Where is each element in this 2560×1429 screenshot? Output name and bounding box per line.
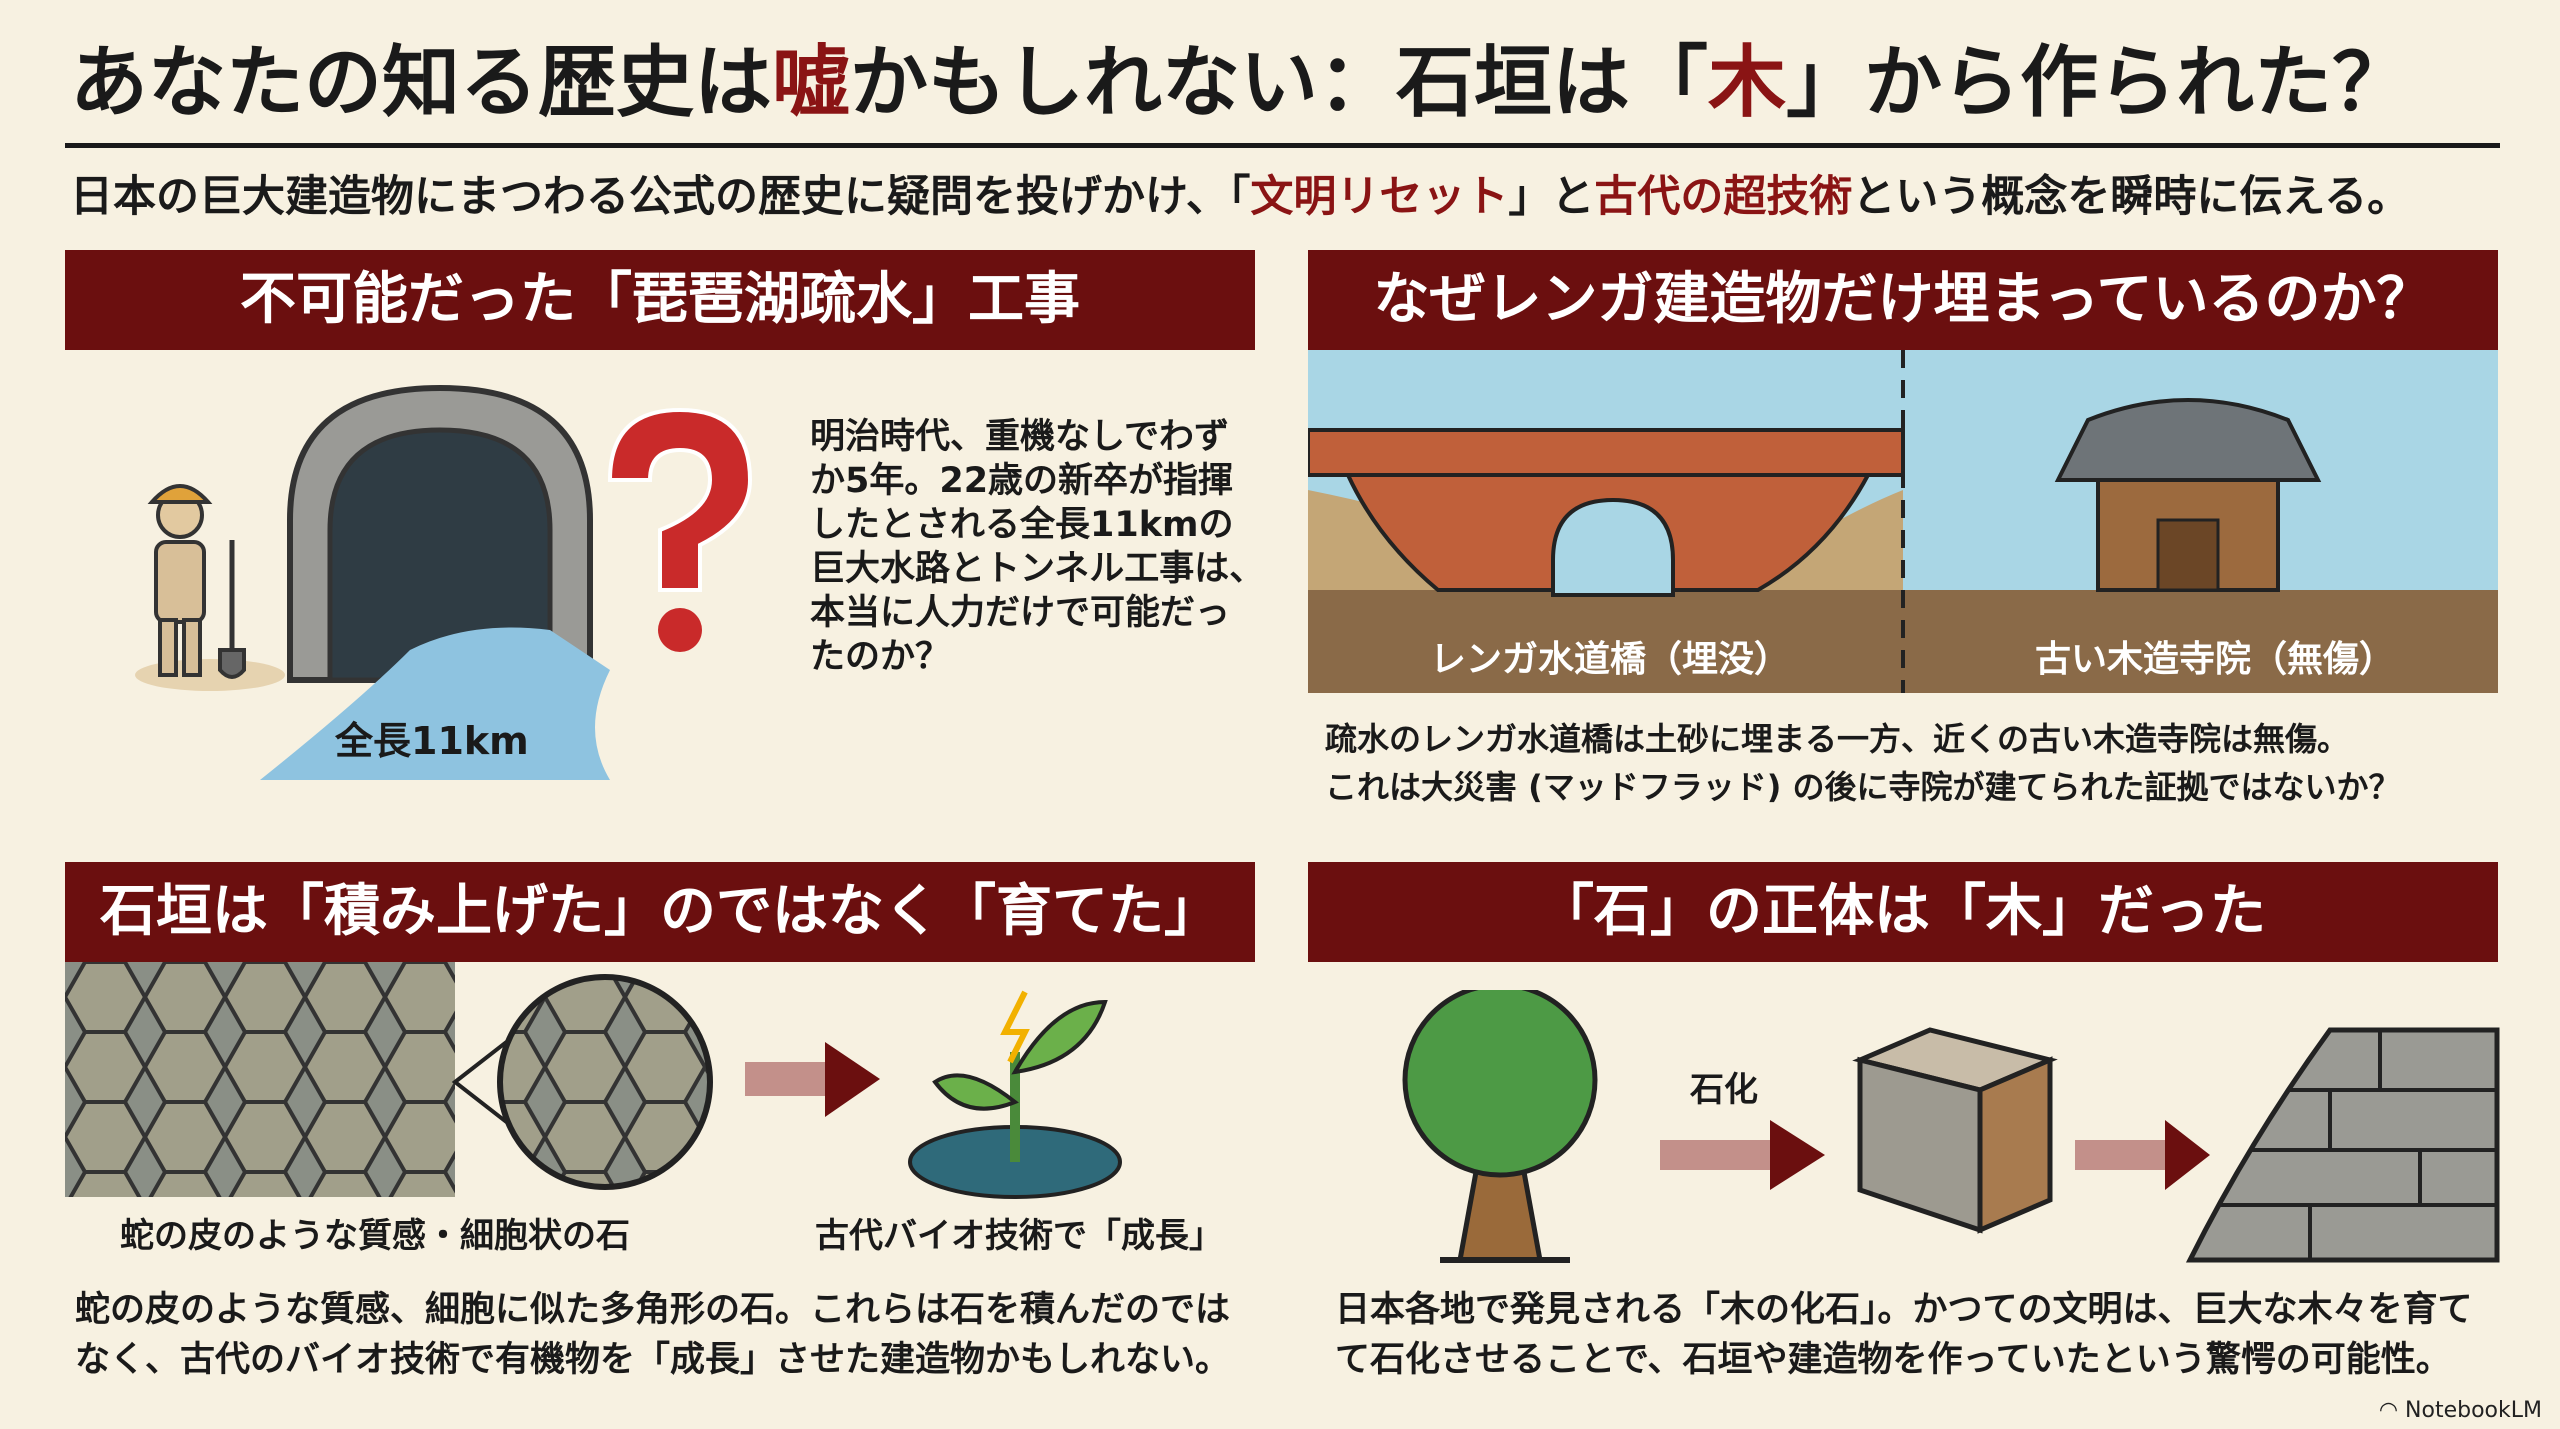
text-line: したとされる全長11kmの: [810, 505, 1234, 545]
brick-vs-temple-illustration: [1308, 350, 2498, 693]
petrification-arrow-label: 石化: [1690, 1070, 1758, 1110]
panel-header-stone-wall: 石垣は「積み上げた」のではなく「育てた」: [65, 862, 1255, 962]
notebooklm-brand: ◠ NotebookLM: [2379, 1398, 2542, 1423]
text-line: 明治時代、重機なしでわず: [810, 417, 1229, 457]
text-line: これは大災害 (マッドフラッド) の後に寺院が建てられた証拠ではないか？: [1325, 768, 2401, 806]
length-label: 全長11km: [335, 719, 529, 763]
subtitle-accent: 文明リセット: [1250, 172, 1509, 222]
panel-header-petrified: 「石」の正体は「木」だった: [1308, 862, 2498, 962]
brick-caption: 疏水のレンガ水道橋は土砂に埋まる一方、近くの古い木造寺院は無傷。 これは大災害 …: [1325, 715, 2401, 811]
title-text: かもしれない：石垣は「: [850, 38, 1709, 128]
question-mark-icon: [607, 407, 753, 652]
text-line: なく、古代のバイオ技術で有機物を「成長」させた建造物かもしれない。: [75, 1340, 1231, 1380]
lake-canal-description: 明治時代、重機なしでわず か5年。22歳の新卒が指揮 したとされる全長11kmの…: [810, 415, 1264, 679]
text-line: 本当に人力だけで可能だっ: [810, 593, 1231, 633]
text-line: か5年。22歳の新卒が指揮: [810, 461, 1234, 501]
subtitle-text: 日本の巨大建造物にまつわる公式の歴史に疑問を投げかけ、「: [70, 172, 1251, 222]
wooden-temple-icon: [2054, 398, 2322, 592]
stone-wall-icon: [2185, 1027, 2500, 1263]
arrow-right-icon: [745, 1042, 880, 1117]
arrow-right-icon: [1660, 1120, 1825, 1190]
bio-tech-label: 古代バイオ技術で「成長」: [815, 1216, 1223, 1256]
petrification-illustration: [1402, 990, 2500, 1263]
title-text: 」から作られた？: [1786, 38, 2411, 128]
snake-skin-stone-texture: [65, 962, 455, 1197]
panel-header-lake-canal: 不可能だった「琵琶湖疏水」工事: [65, 250, 1255, 350]
magnified-stone-icon: [497, 974, 713, 1190]
subtitle-text: という概念を瞬時に伝える。: [1852, 172, 2411, 222]
wood-stone-cube-icon: [1852, 1027, 2058, 1234]
title-text: あなたの知る歴史は: [70, 38, 773, 128]
tree-icon: [1402, 990, 1598, 1263]
title-accent: 嘘: [772, 38, 851, 128]
title-accent: 木: [1708, 38, 1787, 128]
subtitle-accent: 古代の超技術: [1594, 172, 1853, 222]
page-title: あなたの知る歴史は嘘かもしれない：石垣は「木」から作られた？: [70, 28, 2410, 138]
notebooklm-logo-icon: ◠: [2378, 1398, 2406, 1423]
text-line: たのか？: [810, 637, 951, 677]
worker-icon: [147, 484, 246, 679]
text-line: て石化させることで、石垣や建造物を作っていたという驚愕の可能性。: [1335, 1340, 2451, 1380]
brick-aqueduct-icon: [1308, 428, 1905, 597]
text-line: 蛇の皮のような質感、細胞に似た多角形の石。これらは石を積んだのでは: [75, 1290, 1231, 1330]
text-line: 巨大水路とトンネル工事は、: [810, 549, 1265, 589]
subtitle-text: 」と: [1508, 172, 1595, 222]
panel-header-brick: なぜレンガ建造物だけ埋まっているのか？: [1308, 250, 2498, 350]
brand-text: NotebookLM: [2405, 1398, 2542, 1423]
sprout-icon: [908, 990, 1122, 1199]
text-line: 疏水のレンガ水道橋は土砂に埋まる一方、近くの古い木造寺院は無傷。: [1325, 720, 2350, 758]
subtitle: 日本の巨大建造物にまつわる公式の歴史に疑問を投げかけ、「文明リセット」と古代の超…: [70, 165, 2410, 229]
stone-wall-paragraph: 蛇の皮のような質感、細胞に似た多角形の石。これらは石を積んだのでは なく、古代の…: [75, 1285, 1230, 1385]
stone-texture-label: 蛇の皮のような質感・細胞状の石: [120, 1216, 630, 1256]
wooden-temple-label: 古い木造寺院（無傷）: [2035, 639, 2396, 680]
divider: [65, 143, 2500, 148]
brick-aqueduct-label: レンガ水道橋（埋没）: [1430, 639, 1791, 680]
tunnel-illustration: [135, 384, 753, 780]
petrified-paragraph: 日本各地で発見される「木の化石」。かつての文明は、巨大な木々を育て て石化させる…: [1335, 1285, 2473, 1385]
text-line: 日本各地で発見される「木の化石」。かつての文明は、巨大な木々を育て: [1335, 1290, 2473, 1330]
arrow-right-icon: [2075, 1120, 2210, 1190]
stone-growth-illustration: [65, 962, 1122, 1199]
